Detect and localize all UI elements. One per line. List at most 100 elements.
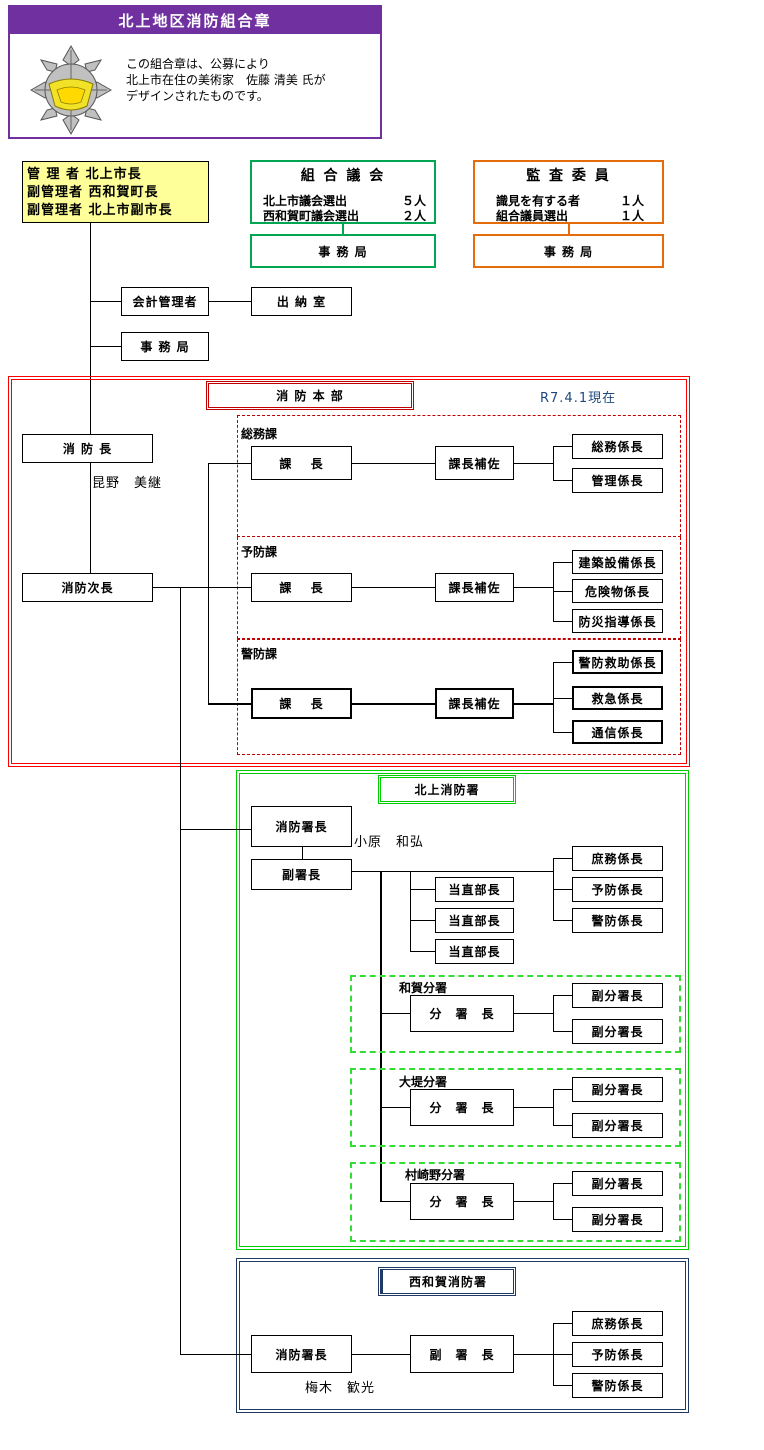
emblem-panel: 北上地区消防組合章 この組合章は、公募により 北上市在住の美術家 佐藤 清美 氏… — [8, 5, 382, 139]
general-affairs-label: 総務課 — [241, 427, 278, 441]
connector — [553, 995, 554, 1031]
vice-branch-head-box: 副分署長 — [572, 1077, 663, 1102]
connector — [514, 1107, 554, 1108]
connector — [342, 224, 344, 234]
kitakami-station-frame-inner — [239, 773, 686, 1247]
connector — [352, 463, 435, 464]
admin-section-box: 管理係長 — [572, 468, 663, 493]
general-section-box: 庶務係長 — [572, 846, 663, 871]
connector — [553, 562, 572, 563]
main-line — [180, 587, 181, 1355]
connector — [514, 1013, 554, 1014]
nishiwaga-chief-name: 梅木 歓光 — [305, 1381, 376, 1396]
nishiwaga-station-frame — [236, 1258, 689, 1413]
disaster-guidance-section-box: 防災指導係長 — [572, 609, 663, 633]
kitakami-deputy-box: 副署長 — [251, 859, 352, 890]
council-box: 組 合 議 会 北上市議会選出 ５人 西和賀町議会選出 ２人 — [250, 160, 436, 224]
connector — [553, 662, 572, 663]
vice-manager-line: 副管理者 西和賀町長 — [27, 185, 159, 200]
vice-branch-head-box: 副分署長 — [572, 1019, 663, 1044]
as-of-date: R7.4.1現在 — [540, 391, 617, 406]
connector — [410, 871, 411, 951]
connector — [568, 224, 570, 234]
connector — [553, 889, 572, 890]
connector — [302, 847, 303, 859]
prevention-section-box: 予防係長 — [572, 877, 663, 902]
council-row: 北上市議会選出 — [263, 192, 347, 209]
general-head-box: 課 長 — [251, 446, 352, 480]
connector — [553, 732, 572, 733]
connector — [380, 871, 382, 1201]
connector — [380, 1013, 410, 1014]
council-row-count: ２人 — [402, 209, 427, 223]
hq-title-box: 消 防 本 部 — [206, 381, 414, 410]
audit-title: 監 査 委 員 — [526, 168, 611, 184]
deputy-chief-box: 消防次長 — [22, 573, 153, 602]
connector — [209, 301, 251, 302]
connector — [553, 995, 572, 996]
rescue-section-box: 警防救助係長 — [572, 650, 663, 674]
connector — [208, 703, 251, 705]
nishiwaga-station-frame-inner — [239, 1261, 686, 1410]
connector — [352, 871, 554, 872]
connector — [553, 1183, 554, 1219]
general-section-box: 庶務係長 — [572, 1311, 663, 1336]
connector — [352, 1354, 410, 1355]
kitakami-station-frame — [236, 770, 689, 1250]
connector — [514, 703, 554, 705]
connector — [514, 587, 554, 588]
general-assistant-box: 課長補佐 — [435, 446, 514, 480]
connector — [553, 1031, 572, 1032]
emblem-desc-line: デザインされたものです。 — [126, 89, 269, 103]
security-section-box: 警防係長 — [572, 1373, 663, 1398]
trunk-line — [90, 223, 91, 573]
vice-branch-head-box: 副分署長 — [572, 1207, 663, 1232]
managers-box: 管 理 者 北上市長 副管理者 西和賀町長 副管理者 北上市副市長 — [22, 161, 209, 223]
kitakami-chief-box: 消防署長 — [251, 806, 352, 847]
connector — [410, 951, 435, 952]
fire-emblem-icon — [29, 44, 113, 136]
building-equipment-section-box: 建築設備係長 — [572, 550, 663, 574]
prevention-section-box: 予防係長 — [572, 1342, 663, 1367]
hazmat-section-box: 危険物係長 — [572, 579, 663, 603]
vice-branch-head-box: 副分署長 — [572, 983, 663, 1008]
emblem-desc-line: 北上市在住の美術家 佐藤 清美 氏が — [126, 73, 326, 87]
security-section-box: 警防係長 — [572, 908, 663, 933]
duty-chief-box: 当直部長 — [435, 939, 514, 964]
prevention-assistant-box: 課長補佐 — [435, 573, 514, 602]
emblem-desc-line: この組合章は、公募により — [126, 57, 270, 71]
connector — [180, 829, 251, 830]
council-row-label: 北上市議会選出 — [263, 194, 348, 208]
connector — [514, 1201, 554, 1202]
connector — [553, 1219, 572, 1220]
connector — [553, 1089, 572, 1090]
general-section-box: 総務係長 — [572, 434, 663, 459]
connector — [180, 1354, 251, 1355]
emblem-description: この組合章は、公募により 北上市在住の美術家 佐藤 清美 氏が デザインされたも… — [126, 56, 326, 104]
security-frame — [237, 639, 681, 755]
secretariat-box: 事 務 局 — [121, 332, 209, 361]
cashier-box: 出 納 室 — [251, 287, 352, 316]
ems-section-box: 救急係長 — [572, 686, 663, 710]
general-affairs-frame — [237, 415, 681, 537]
murasakino-branch-head-box: 分 署 長 — [410, 1183, 514, 1220]
connector — [90, 463, 91, 573]
connector — [380, 1107, 410, 1108]
kitakami-chief-name: 小原 和弘 — [354, 835, 425, 850]
accounting-manager-box: 会計管理者 — [121, 287, 209, 316]
connector — [553, 446, 554, 480]
connector — [410, 920, 435, 921]
fire-chief-name: 昆野 美継 — [92, 476, 163, 491]
murasakino-branch-label: 村崎野分署 — [405, 1168, 466, 1182]
otsutsumi-branch-label: 大堤分署 — [399, 1075, 448, 1089]
fire-chief-box: 消 防 長 — [22, 434, 153, 463]
council-row: 西和賀町議会選出 — [263, 207, 359, 224]
nishiwaga-deputy-box: 副 署 長 — [410, 1335, 514, 1373]
hq-frame — [8, 376, 690, 767]
waga-branch-frame — [350, 975, 681, 1053]
connector — [553, 1089, 554, 1125]
connector — [514, 1354, 554, 1355]
connector — [410, 889, 435, 890]
connector — [514, 463, 554, 464]
prevention-frame — [237, 537, 681, 639]
